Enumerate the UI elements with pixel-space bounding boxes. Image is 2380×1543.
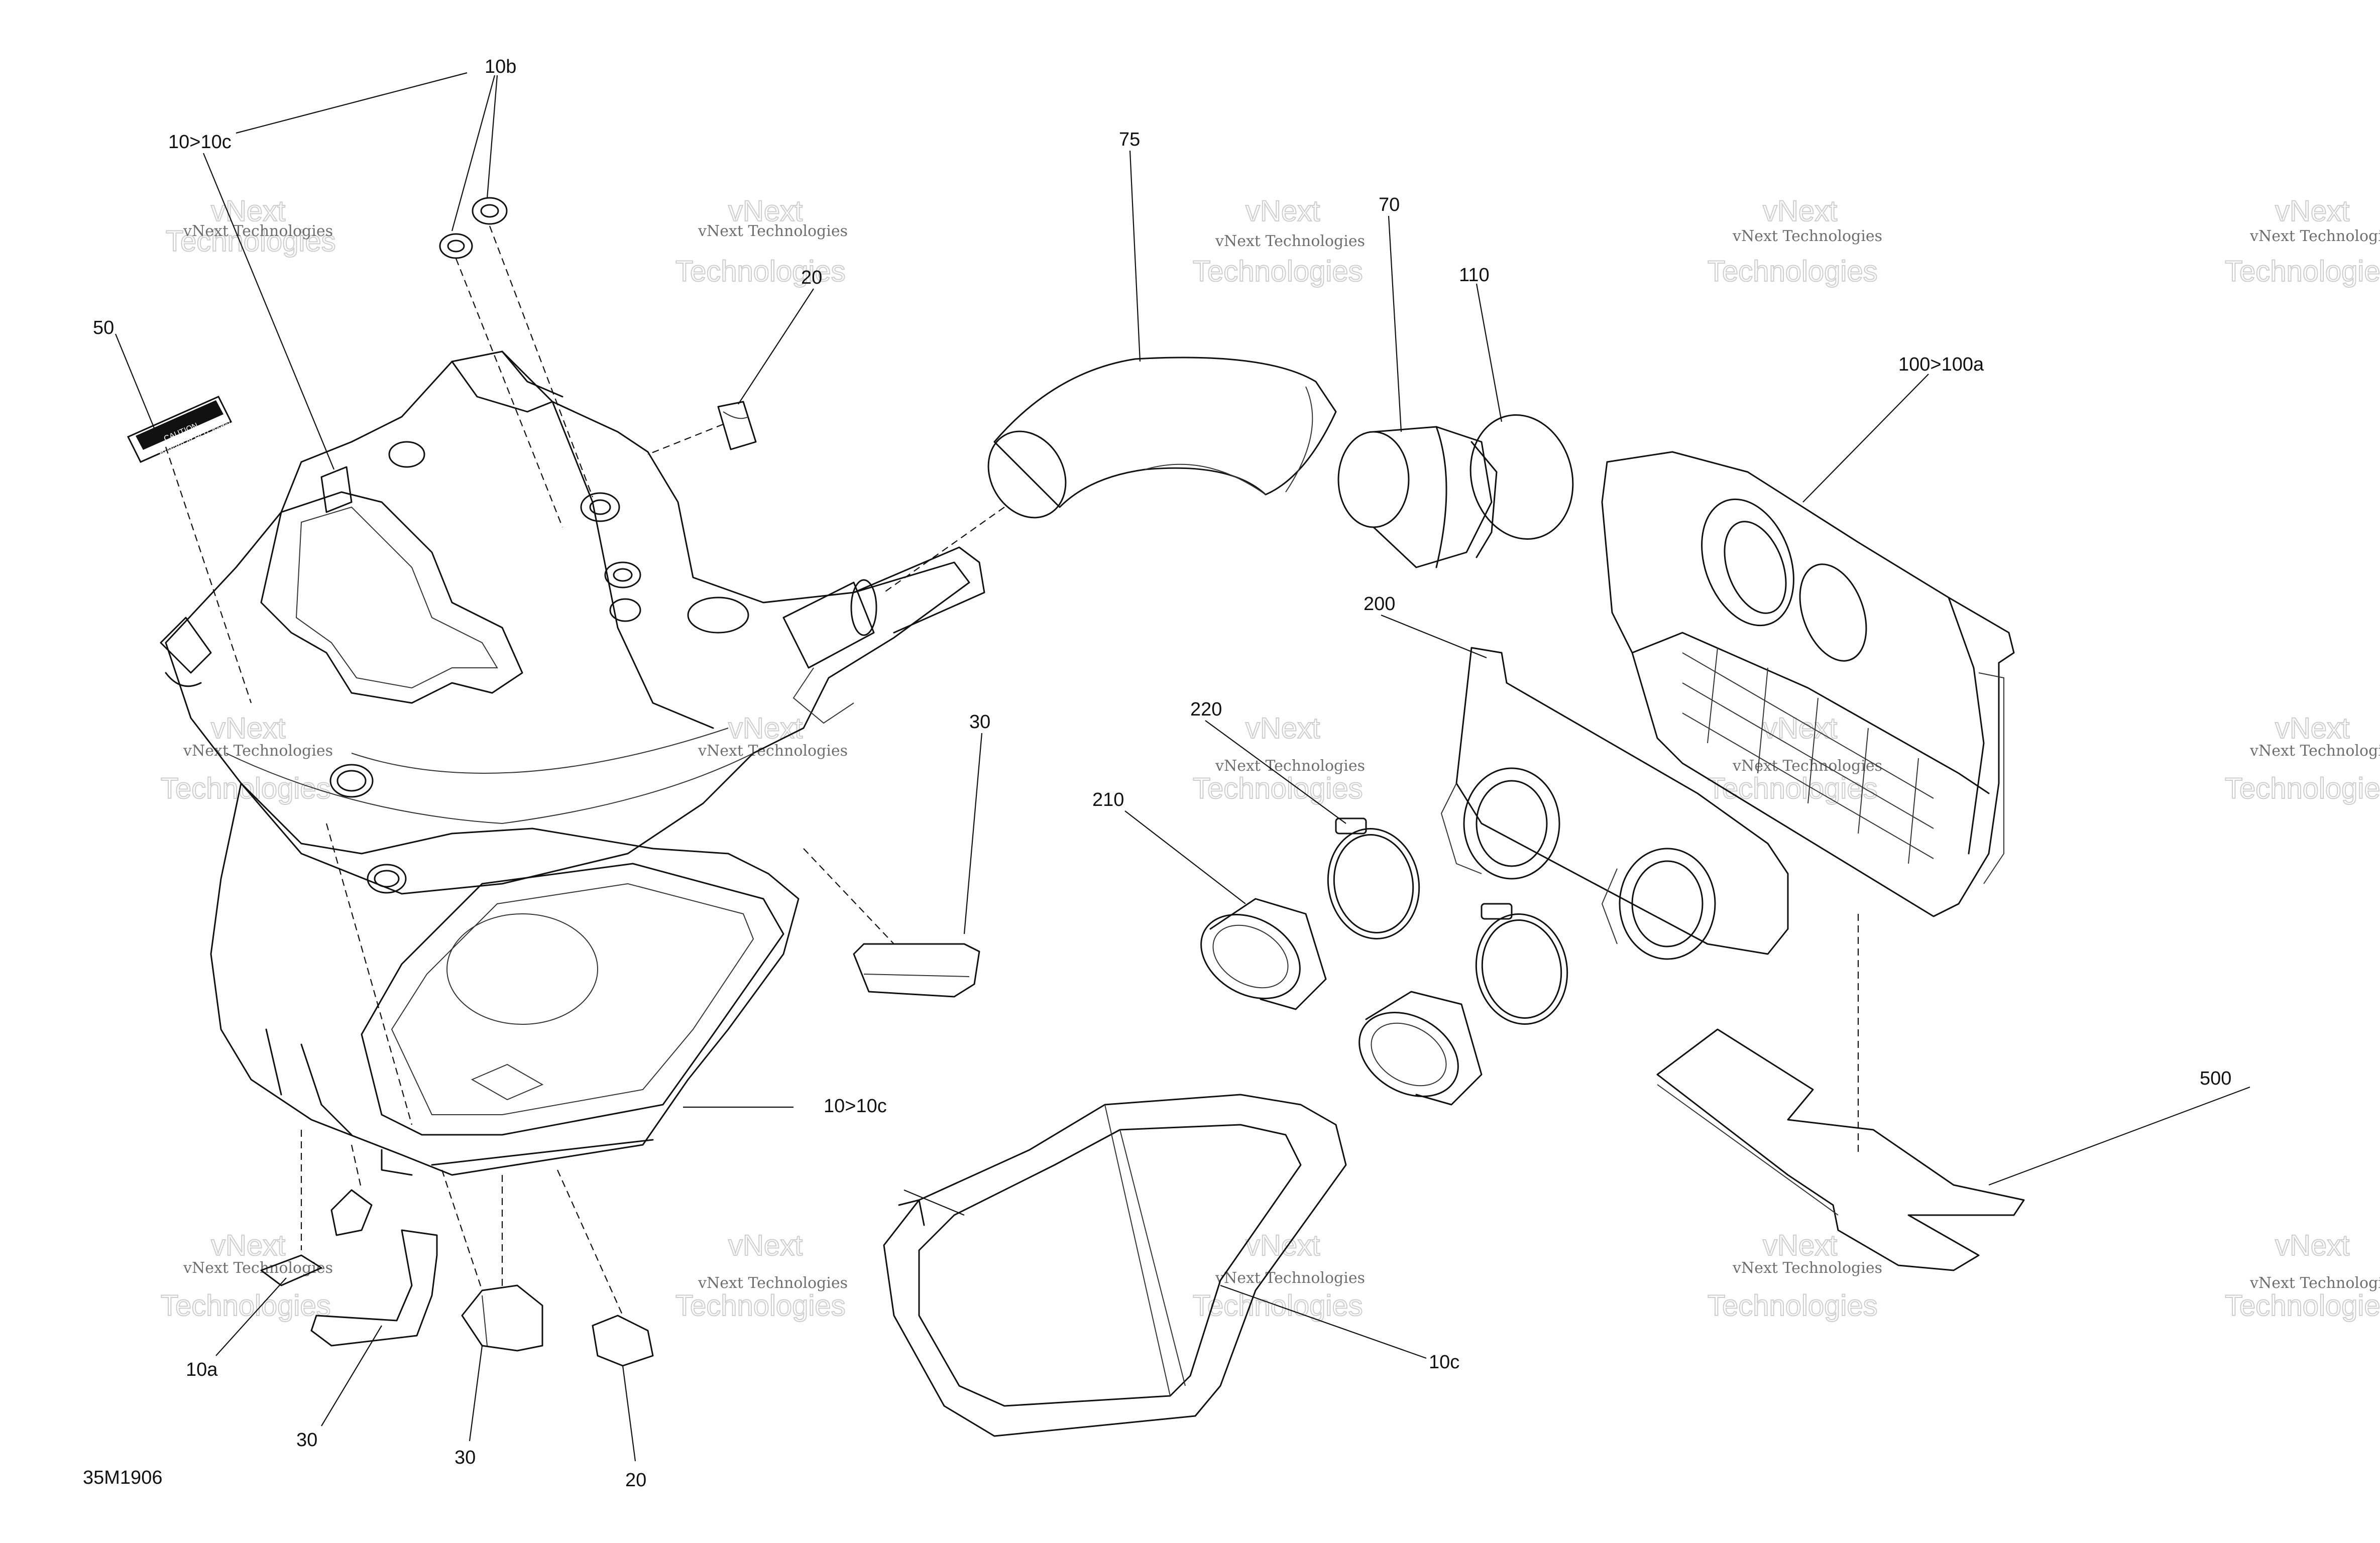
callout-30-bottom-left: 30 xyxy=(296,1430,317,1451)
part-20-clip-left xyxy=(330,1189,373,1236)
watermark-r3c2: vNext Technologies vNext Technologies xyxy=(675,1229,848,1323)
svg-text:vNext Technologies: vNext Technologies xyxy=(698,222,848,240)
svg-text:vNext Technologies: vNext Technologies xyxy=(1732,227,1882,245)
svg-text:vNext Technologies: vNext Technologies xyxy=(2249,1274,2380,1292)
svg-text:vNext: vNext xyxy=(728,1229,803,1262)
watermark-r2c5: vNext Technologies vNext Technologies xyxy=(2224,711,2380,805)
watermark-r3c1: vNext Technologies vNext Technologies xyxy=(160,1229,333,1323)
svg-text:Technologies: Technologies xyxy=(675,255,846,288)
callout-20-bottom: 20 xyxy=(625,1470,646,1491)
callout-labels: 10b 10>10c 50 20 75 70 110 100>100a 200 … xyxy=(93,56,2231,1491)
callout-30-bottom-mid: 30 xyxy=(455,1447,476,1468)
svg-text:vNext: vNext xyxy=(1245,1229,1320,1262)
svg-text:vNext Technologies: vNext Technologies xyxy=(1215,757,1365,775)
callout-220: 220 xyxy=(1190,699,1222,720)
part-10a-pad-left xyxy=(260,1254,322,1286)
watermark-r3c5: vNext Technologies vNext Technologies xyxy=(2224,1229,2380,1323)
callout-75: 75 xyxy=(1119,129,1140,150)
svg-text:vNext: vNext xyxy=(2275,712,2349,745)
callout-30-right: 30 xyxy=(969,711,990,733)
leader-lines xyxy=(115,72,2250,1462)
svg-text:Technologies: Technologies xyxy=(166,225,336,258)
svg-text:Technologies: Technologies xyxy=(1193,255,1363,288)
callout-210: 210 xyxy=(1092,789,1124,810)
part-210-couplers xyxy=(1200,898,1483,1106)
callout-50: 50 xyxy=(93,317,114,338)
svg-text:vNext: vNext xyxy=(1245,712,1320,745)
part-100-filter-housing xyxy=(1601,451,2015,917)
svg-text:Technologies: Technologies xyxy=(2225,1289,2380,1322)
svg-text:vNext: vNext xyxy=(728,712,803,745)
watermark-r1c2: vNext Technologies vNext Technologies xyxy=(675,194,848,288)
svg-text:vNext: vNext xyxy=(1245,195,1320,227)
svg-text:vNext Technologies: vNext Technologies xyxy=(2249,742,2380,760)
svg-text:Technologies: Technologies xyxy=(2225,255,2380,288)
watermark-r1c3: vNext Technologies vNext Technologies xyxy=(1192,194,1365,288)
watermark-r1c5: vNext Technologies vNext Technologies xyxy=(2224,194,2380,288)
svg-text:Technologies: Technologies xyxy=(1708,1289,1878,1322)
part-30-bracket-bottom-left xyxy=(310,1229,438,1347)
watermark-layer: vNext Technologies vNext Technologies vN… xyxy=(160,194,2380,1323)
callout-10-to-10c-mid: 10>10c xyxy=(824,1096,887,1117)
svg-text:Technologies: Technologies xyxy=(2225,772,2380,805)
svg-text:vNext: vNext xyxy=(211,712,285,745)
svg-text:Technologies: Technologies xyxy=(1193,772,1363,805)
part-30-bracket-bottom-mid xyxy=(461,1284,543,1352)
part-10c-frame xyxy=(883,1094,1347,1437)
part-70-adapter xyxy=(1337,426,1498,568)
svg-text:vNext: vNext xyxy=(1763,195,1837,227)
watermark-r2c2: vNext vNext Technologies xyxy=(698,711,848,760)
part-20-clip-top xyxy=(717,401,757,450)
callout-10a: 10a xyxy=(186,1359,218,1380)
callout-500: 500 xyxy=(2200,1068,2231,1089)
watermark-r1c4: vNext Technologies vNext Technologies xyxy=(1707,194,1882,288)
svg-text:Technologies: Technologies xyxy=(161,1289,331,1322)
assembly-lines xyxy=(165,225,1859,1316)
svg-text:vNext: vNext xyxy=(211,1229,285,1262)
callout-10-to-10c-top: 10>10c xyxy=(168,132,232,153)
svg-text:vNext Technologies: vNext Technologies xyxy=(183,742,333,760)
part-30-bracket-right xyxy=(853,943,980,998)
svg-text:vNext: vNext xyxy=(1763,1229,1837,1262)
svg-text:vNext: vNext xyxy=(2275,195,2349,227)
part-10-airbox-housing xyxy=(160,350,985,1176)
callout-200: 200 xyxy=(1364,594,1395,615)
part-75-hose xyxy=(987,357,1337,519)
svg-text:vNext Technologies: vNext Technologies xyxy=(1215,1269,1365,1287)
svg-text:vNext Technologies: vNext Technologies xyxy=(698,1274,848,1292)
svg-text:Technologies: Technologies xyxy=(675,1289,846,1322)
part-110-ring xyxy=(1469,414,1574,540)
watermark-r2c4: vNext Technologies vNext Technologies xyxy=(1707,711,1882,805)
svg-text:vNext Technologies: vNext Technologies xyxy=(2249,227,2380,245)
svg-text:Technologies: Technologies xyxy=(1708,255,1878,288)
part-200-adapter-plate xyxy=(1440,647,1789,960)
callout-100-to-100a: 100>100a xyxy=(1898,354,1984,375)
watermark-r2c1: vNext Technologies vNext Technologies xyxy=(160,711,333,805)
svg-text:vNext Technologies: vNext Technologies xyxy=(1732,757,1882,775)
part-50-caution-label: CAUTION Beware of HOT parts! xyxy=(127,396,233,463)
callout-10b: 10b xyxy=(485,56,516,77)
svg-text:vNext Technologies: vNext Technologies xyxy=(183,1259,333,1277)
watermark-r3c4: vNext Technologies vNext Technologies xyxy=(1707,1229,1882,1323)
callout-70: 70 xyxy=(1379,194,1400,215)
part-20-clip-bottom xyxy=(592,1315,654,1367)
svg-text:vNext: vNext xyxy=(1763,712,1837,745)
watermark-r3c3: vNext Technologies vNext Technologies xyxy=(1192,1229,1365,1323)
svg-text:vNext Technologies: vNext Technologies xyxy=(1215,232,1365,250)
part-500-pad xyxy=(1656,1028,2025,1271)
part-220-clamps xyxy=(1327,817,1568,1025)
watermark-r2c3: vNext Technologies vNext Technologies xyxy=(1192,711,1365,805)
svg-text:vNext: vNext xyxy=(2275,1229,2349,1262)
figure-id: 35M1906 xyxy=(83,1467,162,1488)
callout-110: 110 xyxy=(1459,265,1490,286)
watermark-r1c1: vNext Technologies vNext Technologies xyxy=(165,194,336,258)
callout-10c: 10c xyxy=(1429,1352,1459,1373)
callout-20-top: 20 xyxy=(801,267,822,288)
part-10b-grommets xyxy=(439,197,508,259)
svg-text:vNext Technologies: vNext Technologies xyxy=(1732,1259,1882,1277)
svg-text:vNext: vNext xyxy=(728,195,803,227)
svg-text:vNext Technologies: vNext Technologies xyxy=(698,742,848,760)
svg-text:vNext Technologies: vNext Technologies xyxy=(183,222,333,240)
